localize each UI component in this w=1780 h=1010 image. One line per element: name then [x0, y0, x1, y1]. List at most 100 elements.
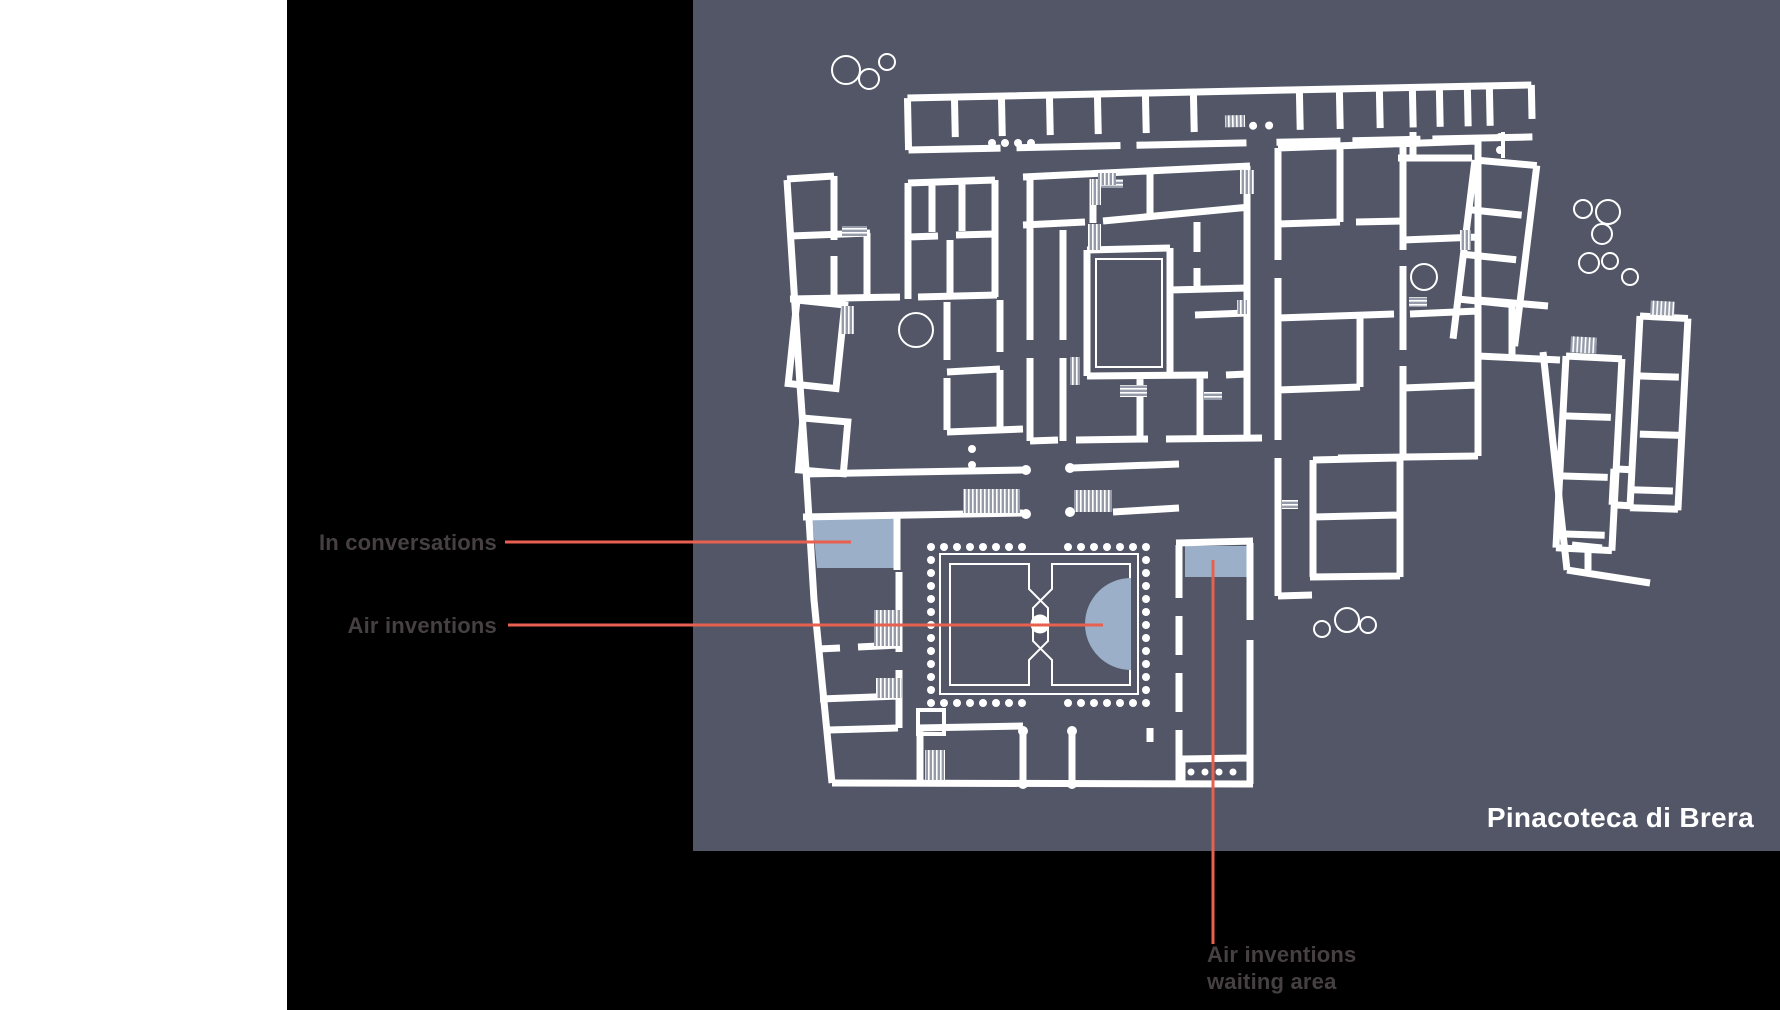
north-east-wing: [1449, 156, 1541, 347]
plan-title: Pinacoteca di Brera: [1486, 802, 1754, 833]
colonnade-dot: [1142, 660, 1150, 668]
colonnade-dot: [927, 686, 935, 694]
stairs-icon: [1224, 114, 1246, 128]
colonnade-dot: [1077, 699, 1085, 707]
colonnade-dot: [1129, 699, 1137, 707]
tree-icon: [1410, 263, 1438, 291]
tree-icon: [1573, 199, 1639, 286]
colonnade-dot: [1496, 146, 1504, 154]
colonnade-dots: [927, 133, 1504, 789]
colonnade-dot: [1018, 726, 1028, 736]
colonnade-dot: [1021, 509, 1031, 519]
colonnade-dot: [1018, 779, 1028, 789]
leader-lines: [505, 540, 1215, 944]
label-air-inventions-waiting-area: Air inventions waiting area: [1207, 941, 1357, 995]
colonnade-dot: [966, 543, 974, 551]
colonnade-dot: [1116, 543, 1124, 551]
colonnade-dot: [927, 543, 935, 551]
colonnade-dot: [968, 445, 976, 453]
colonnade-dot: [1142, 621, 1150, 629]
colonnade-dot: [927, 556, 935, 564]
room-highlight-air-inventions: [1085, 578, 1131, 670]
colonnade-dot: [1142, 634, 1150, 642]
colonnade-dot: [1129, 543, 1137, 551]
colonnade-dot: [992, 543, 1000, 551]
colonnade-dot: [1142, 543, 1150, 551]
colonnade-dot: [1496, 133, 1504, 141]
south-east-wing-2: [1608, 300, 1692, 513]
colonnade-dot: [1142, 556, 1150, 564]
colonnade-dot: [927, 582, 935, 590]
colonnade-dot: [988, 139, 996, 147]
label-in-conversations: In conversations: [318, 530, 497, 555]
north-gallery-band: [903, 81, 1536, 154]
colonnade-dot: [940, 699, 948, 707]
colonnade-dot: [927, 647, 935, 655]
colonnade-dot: [1067, 779, 1077, 789]
label-waiting-line-2: waiting area: [1207, 969, 1337, 994]
colonnade-dot: [1201, 768, 1209, 776]
colonnade-dot: [1021, 465, 1031, 475]
colonnade-dot: [1142, 569, 1150, 577]
colonnade-dot: [1090, 543, 1098, 551]
colonnade-dot: [1215, 768, 1223, 776]
colonnade-dot: [1142, 582, 1150, 590]
colonnade-dot: [927, 569, 935, 577]
room-highlight-in-conversations: [812, 516, 897, 568]
colonnade-dot: [927, 608, 935, 616]
south-east-wing-1: [1552, 336, 1626, 555]
colonnade-dot: [1142, 595, 1150, 603]
colonnade-dot: [1001, 139, 1009, 147]
building-walls: [783, 132, 1561, 788]
colonnade-dot: [927, 634, 935, 642]
tree-icon: [1313, 607, 1377, 638]
colonnade-dot: [927, 699, 935, 707]
left-margin: [0, 0, 287, 1010]
colonnade-dot: [1142, 673, 1150, 681]
colonnade-dot: [992, 699, 1000, 707]
colonnade-dot: [1229, 768, 1237, 776]
colonnade-dot: [927, 673, 935, 681]
highlight-rooms: [812, 516, 1247, 577]
colonnade-dot: [1064, 543, 1072, 551]
colonnade-dot: [1142, 699, 1150, 707]
colonnade-dot: [1090, 699, 1098, 707]
colonnade-dot: [940, 543, 948, 551]
colonnade-dot: [1116, 699, 1124, 707]
colonnade-dot: [1142, 647, 1150, 655]
colonnade-dot: [1014, 139, 1022, 147]
colonnade-dot: [1005, 543, 1013, 551]
colonnade-dot: [1064, 699, 1072, 707]
colonnade-dot: [1103, 699, 1111, 707]
label-air-inventions: Air inventions: [347, 613, 497, 638]
colonnade-dot: [1065, 463, 1075, 473]
colonnade-dot: [1142, 608, 1150, 616]
colonnade-dot: [953, 543, 961, 551]
colonnade-dot: [979, 699, 987, 707]
colonnade-dot: [1103, 543, 1111, 551]
colonnade-dot: [1018, 543, 1026, 551]
tree-icons: [831, 53, 1639, 638]
colonnade-dot: [1018, 699, 1026, 707]
stairs-icons: [841, 170, 1471, 780]
stairs-icon: [1570, 336, 1598, 354]
room-highlight-air-inventions-waiting: [1185, 546, 1247, 577]
colonnade-dot: [1187, 768, 1195, 776]
colonnade-dot: [1142, 686, 1150, 694]
colonnade-dot: [966, 699, 974, 707]
colonnade-dot: [1065, 507, 1075, 517]
tree-icon: [831, 53, 896, 90]
colonnade-dot: [1005, 699, 1013, 707]
colonnade-dot: [953, 699, 961, 707]
stairs-icon: [1650, 300, 1675, 316]
colonnade-dot: [927, 595, 935, 603]
colonnade-dot: [1067, 726, 1077, 736]
label-waiting-line-1: Air inventions: [1207, 942, 1357, 967]
tree-icon: [898, 312, 934, 348]
colonnade-dot: [1077, 543, 1085, 551]
colonnade-dot: [979, 543, 987, 551]
colonnade-dot: [968, 461, 976, 469]
central-courtyard: [939, 553, 1139, 695]
colonnade-dot: [927, 660, 935, 668]
